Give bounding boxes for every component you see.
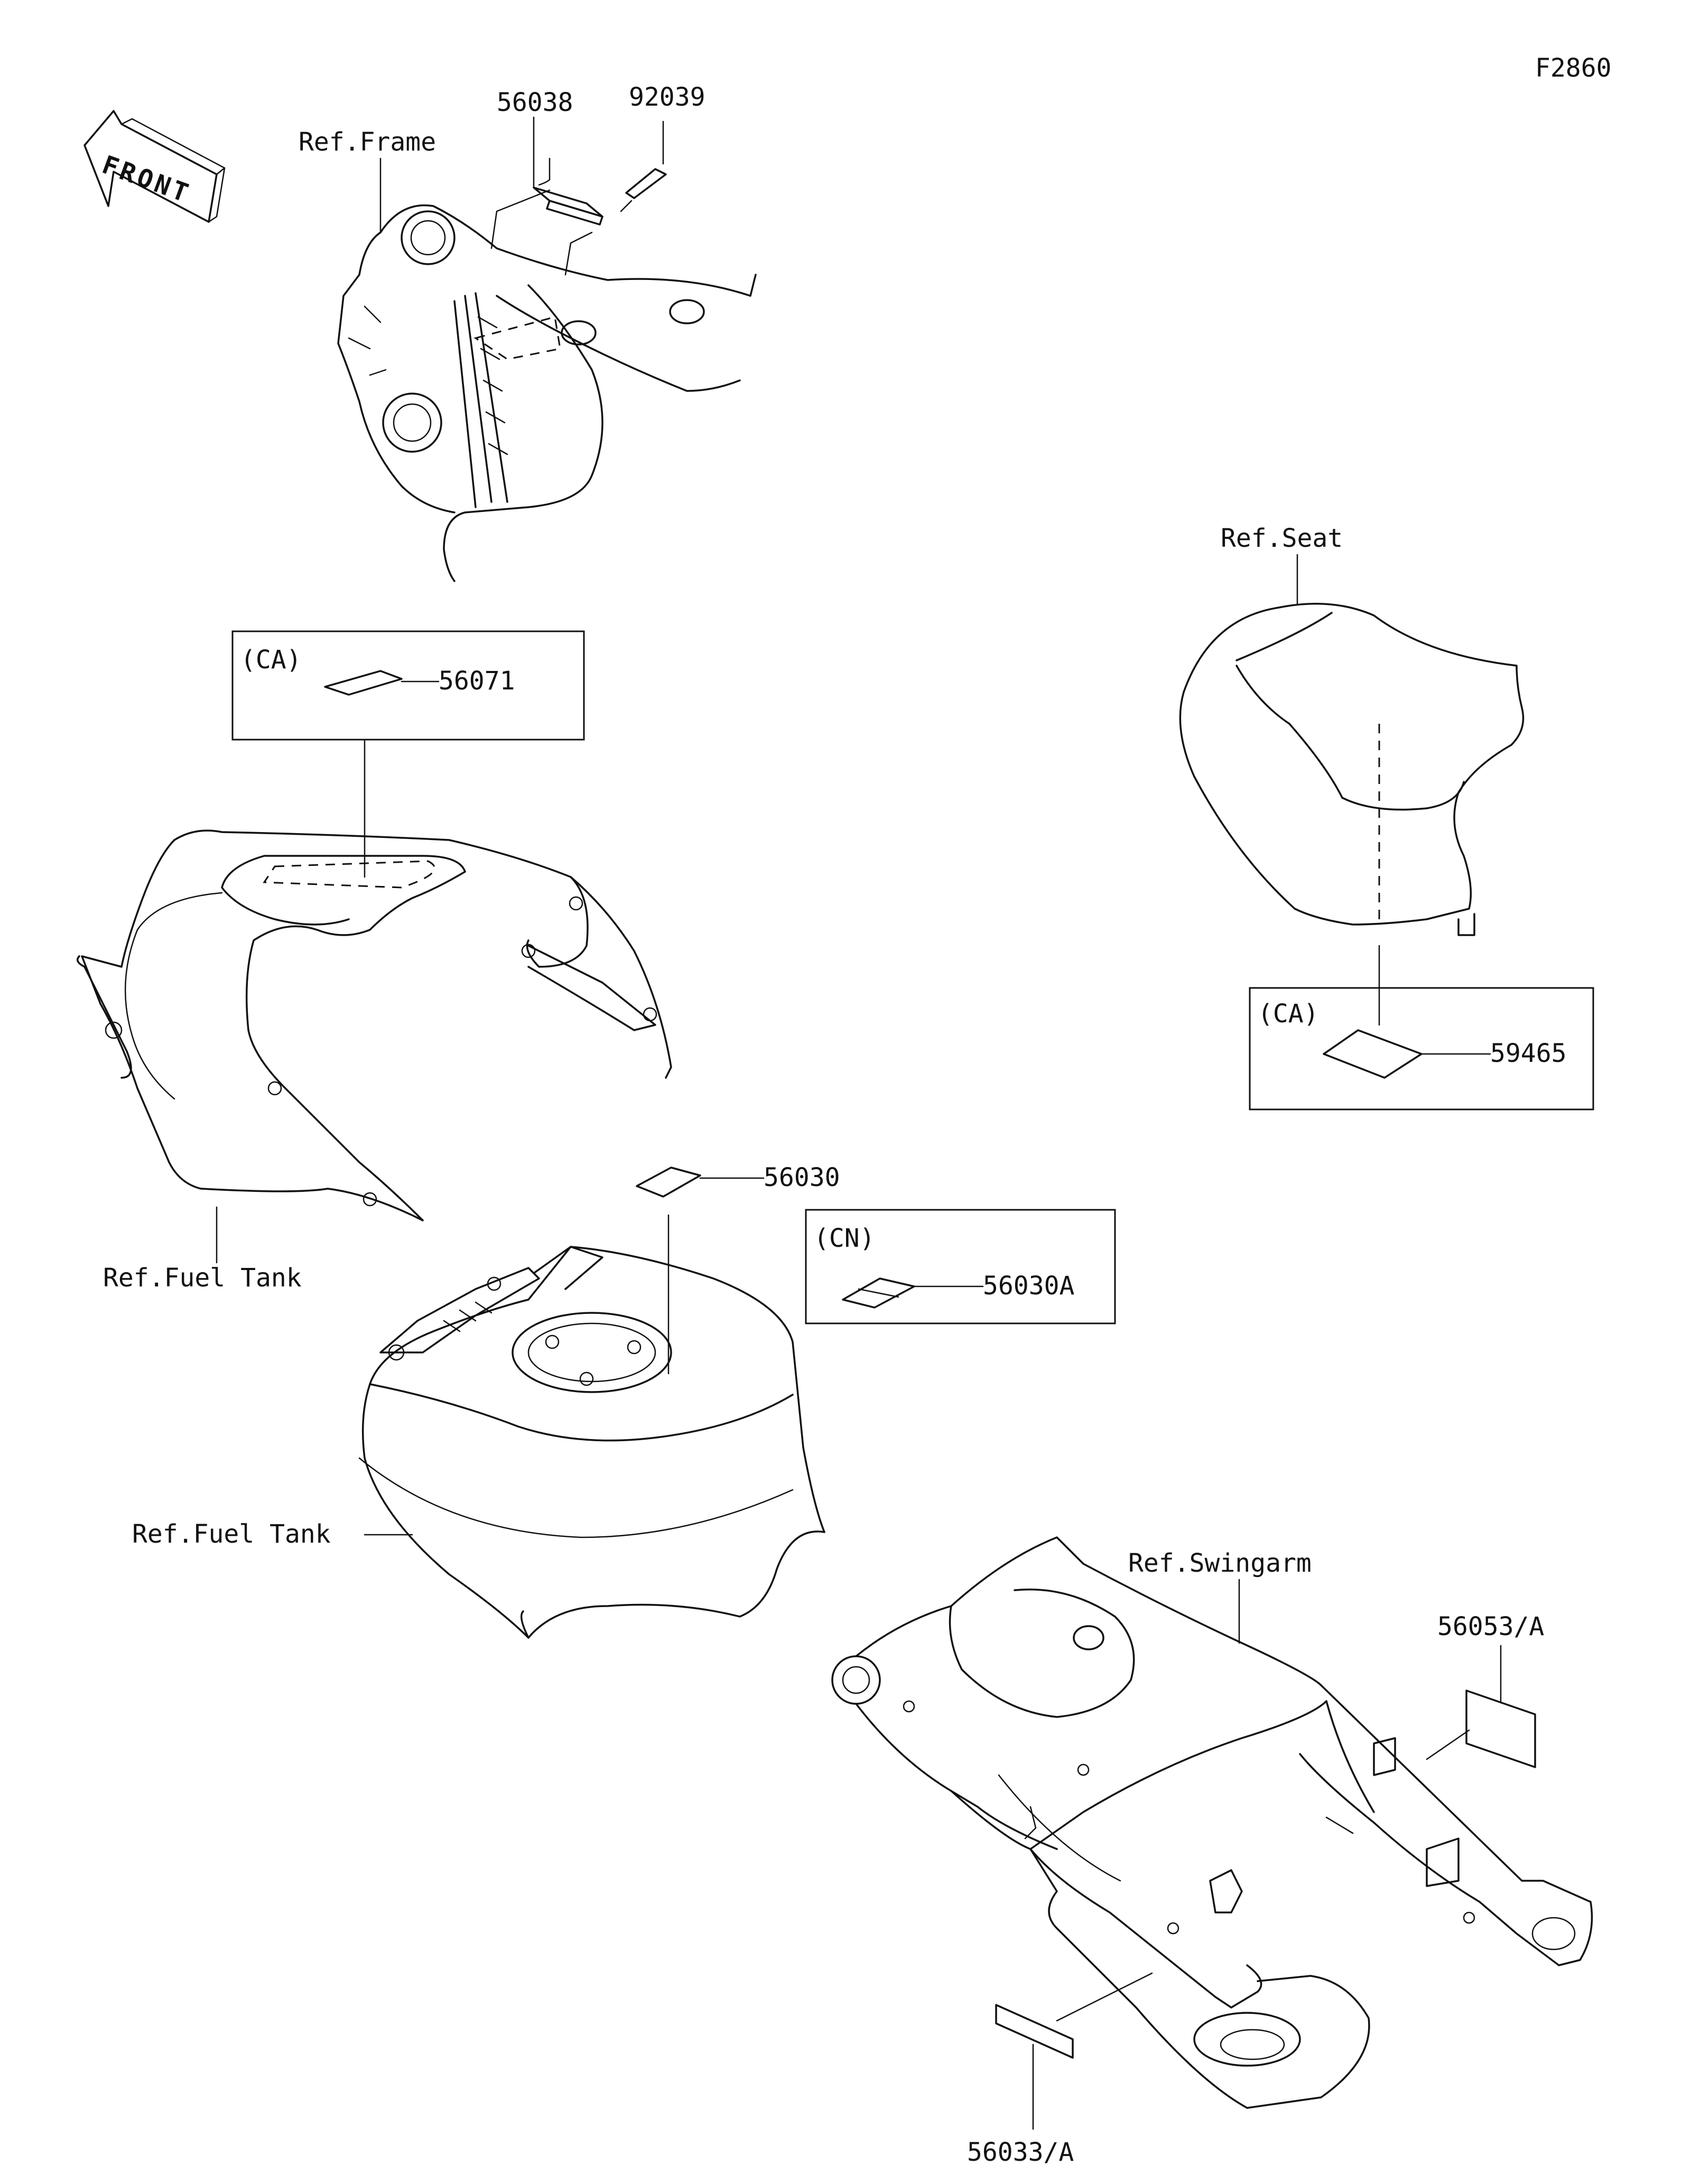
ref-swingarm-label: Ref.Swingarm bbox=[1128, 1548, 1312, 1578]
diagram-code: F2860 bbox=[1535, 53, 1612, 83]
ref-fuel-tank-label: Ref.Fuel Tank bbox=[132, 1519, 331, 1549]
ref-frame-label: Ref.Frame bbox=[299, 127, 436, 157]
part-56038-label: 56038 bbox=[497, 88, 573, 117]
label-56033A-icon bbox=[995, 2004, 1074, 2059]
ca-box-56071 bbox=[231, 630, 585, 741]
pin-92039 bbox=[620, 120, 667, 212]
ref-fuel-tank-cover-label: Ref.Fuel Tank bbox=[103, 1263, 302, 1293]
fuel-tank-drawing bbox=[358, 1246, 825, 1639]
region-cn: (CN) bbox=[814, 1224, 875, 1253]
label-56053A-icon bbox=[1465, 1690, 1536, 1768]
ref-seat-label: Ref.Seat bbox=[1221, 524, 1343, 553]
region-ca-2: (CA) bbox=[1258, 999, 1319, 1029]
seat-drawing bbox=[1179, 602, 1525, 936]
part-59465-label: 59465 bbox=[1490, 1039, 1567, 1068]
part-56030-label: 56030 bbox=[764, 1163, 840, 1192]
swingarm-drawing bbox=[831, 1536, 1593, 2109]
frame-drawing bbox=[337, 204, 757, 582]
front-arrow-icon: FRONT bbox=[83, 110, 226, 223]
part-92039-label: 92039 bbox=[629, 82, 705, 112]
part-56030A-label: 56030A bbox=[983, 1271, 1074, 1301]
fuel-tank-cover-drawing bbox=[76, 829, 672, 1221]
ca-box-59465 bbox=[1249, 987, 1594, 1110]
cn-box-56030A bbox=[805, 1209, 1116, 1324]
part-56071-label: 56071 bbox=[439, 666, 515, 696]
region-ca-1: (CA) bbox=[240, 645, 302, 675]
clip-56038 bbox=[490, 157, 603, 276]
part-56053A-label: 56053/A bbox=[1437, 1612, 1544, 1641]
label-56071-icon bbox=[324, 670, 403, 696]
label-56030-icon bbox=[636, 1166, 701, 1198]
label-59465-icon bbox=[1323, 1029, 1423, 1079]
part-56033A-label: 56033/A bbox=[967, 2138, 1074, 2167]
